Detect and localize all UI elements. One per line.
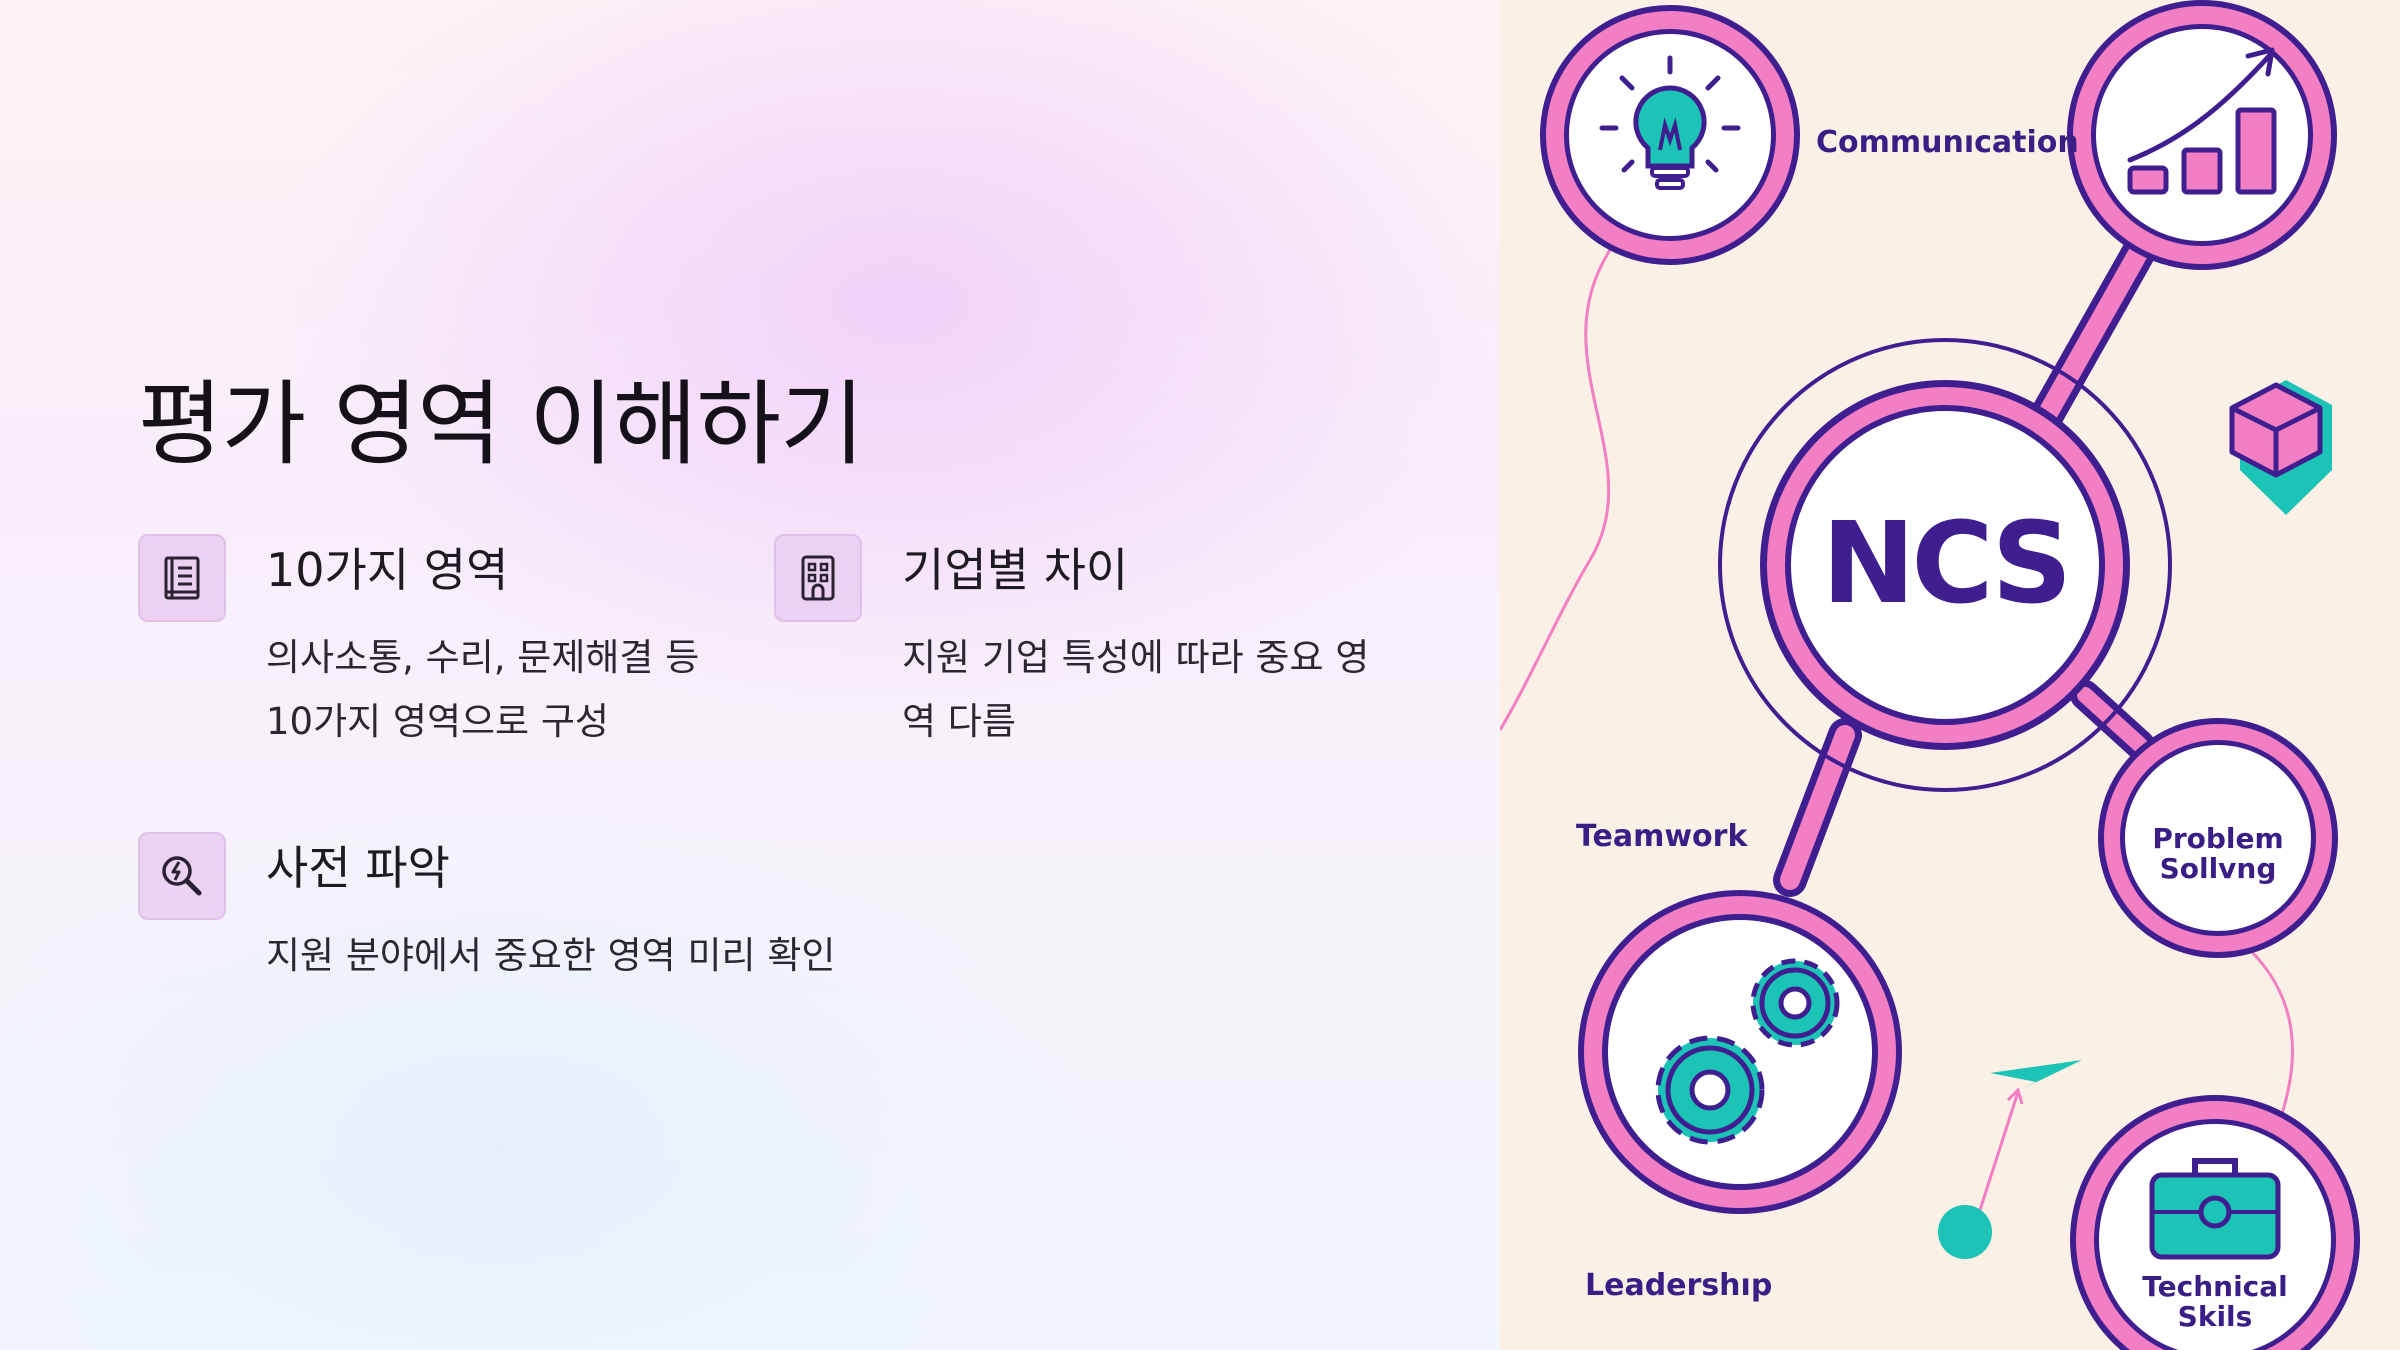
gears-node <box>1578 890 1902 1214</box>
growth-chart-icon <box>2127 47 2277 195</box>
gears-icon <box>1655 958 1840 1145</box>
ncs-illustration: NCS <box>1500 0 2400 1350</box>
problem-solving-node: Problem Sollvng <box>2098 718 2338 958</box>
technical-skills-label: Technical <box>2142 1270 2288 1303</box>
cube-icon <box>2229 380 2332 515</box>
feature-desc-line: 지원 분야에서 중요한 영역 미리 확인 <box>266 934 836 977</box>
connector <box>2077 687 2148 753</box>
lightbulb-icon <box>1599 55 1741 190</box>
problem-solving-label: Sollvng <box>2160 852 2277 885</box>
feature-desc-line: 지원 기업 특성에 따라 중요 영 <box>902 636 1370 679</box>
technical-skills-label: Skils <box>2178 1300 2253 1333</box>
page-title: 평가 영역 이해하기 <box>138 371 865 478</box>
ncs-network-diagram: NCS <box>1500 0 2360 1350</box>
teamwork-label: Teamwork <box>1576 819 1748 854</box>
decorative-curve <box>1500 249 1612 731</box>
feature-description: 지원 분야에서 중요한 영역 미리 확인 <box>266 924 886 988</box>
feature-title: 10가지 영역 <box>266 543 509 597</box>
lightbulb-node <box>1540 5 1800 265</box>
feature-desc-line: 역 다름 <box>902 700 1016 743</box>
ncs-label: NCS <box>1822 499 2069 629</box>
communication-label: Communıcation <box>1816 125 2079 160</box>
search-insight-icon <box>138 832 226 920</box>
book-icon <box>138 534 226 622</box>
connector <box>1780 725 1855 890</box>
feature-desc-line: 10가지 영역으로 구성 <box>266 700 609 743</box>
feature-description: 지원 기업 특성에 따라 중요 영 역 다름 <box>902 626 1382 754</box>
toolbox-icon <box>2149 1158 2281 1260</box>
content-panel: 평가 영역 이해하기 10가지 영역 의사소통, 수리, 문제해결 등 10가지… <box>138 371 1382 988</box>
decorative-curve <box>2248 948 2294 1121</box>
feature-title: 사전 파악 <box>266 841 450 895</box>
building-icon <box>774 534 862 622</box>
ncs-hub: NCS <box>1718 338 2172 792</box>
problem-solving-label: Problem <box>2152 822 2283 855</box>
connector <box>2034 240 2150 430</box>
feature-desc-line: 의사소통, 수리, 문제해결 등 <box>266 636 700 679</box>
growth-node <box>2067 0 2337 270</box>
leadership-label: Leadershıp <box>1585 1268 1772 1303</box>
feature-title: 기업별 차이 <box>902 543 1129 597</box>
technical-skills-node: Technical Skils <box>2070 1095 2360 1350</box>
feature-description: 의사소통, 수리, 문제해결 등 10가지 영역으로 구성 <box>266 626 746 754</box>
paper-plane-icon <box>1938 1060 2082 1259</box>
